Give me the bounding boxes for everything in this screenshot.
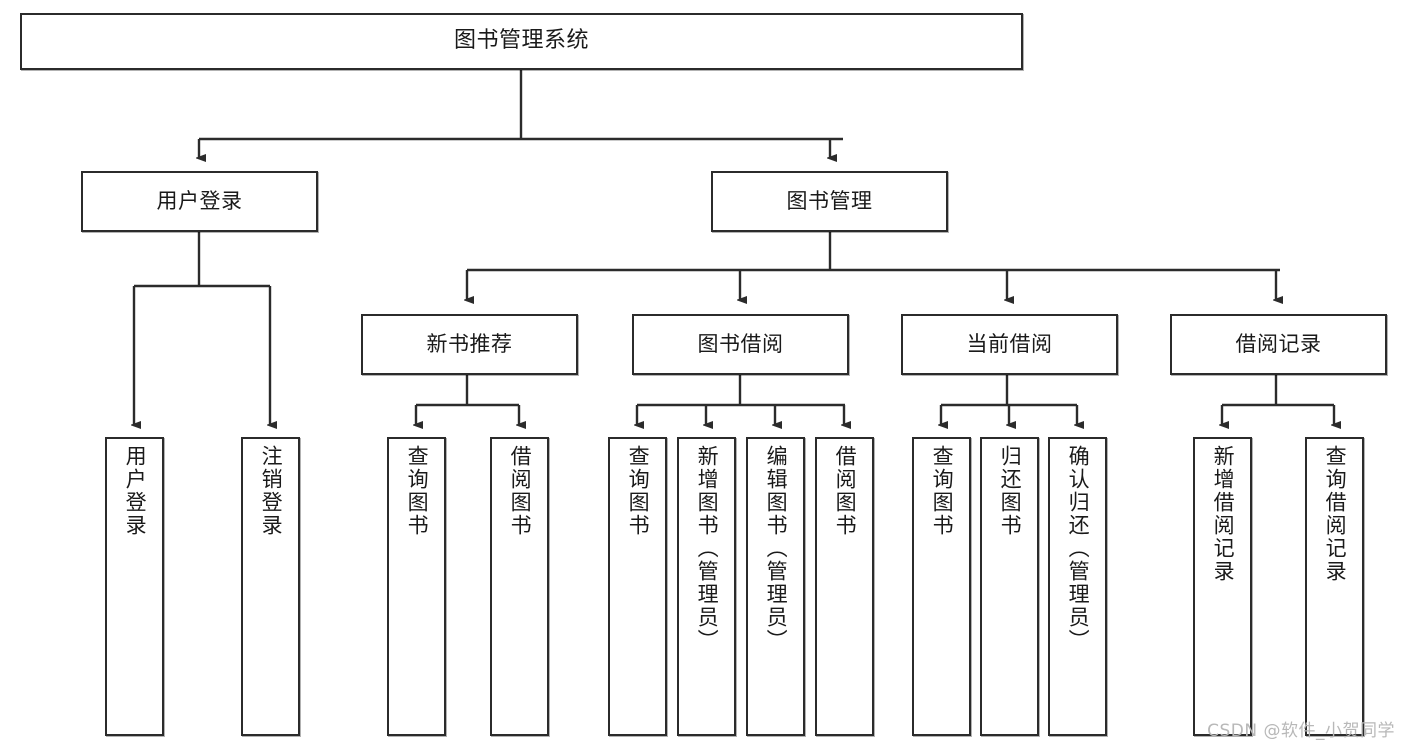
node-leaf-add-book[interactable]: 新增图书（管理员）: [677, 437, 736, 736]
node-leaf-edit-book-label: 编辑图书（管理员）: [764, 445, 789, 652]
node-leaf-borrow-book-1[interactable]: 借阅图书: [490, 437, 549, 736]
node-leaf-query-book-1-label: 查询图书: [405, 445, 430, 537]
node-new-book-recommend-label: 新书推荐: [426, 331, 513, 356]
node-leaf-return-book[interactable]: 归还图书: [980, 437, 1039, 736]
node-current-borrow[interactable]: 当前借阅: [901, 314, 1118, 375]
node-borrow-record[interactable]: 借阅记录: [1170, 314, 1387, 375]
node-user-login-label: 用户登录: [156, 188, 243, 213]
node-leaf-borrow-book-2[interactable]: 借阅图书: [815, 437, 874, 736]
node-book-management[interactable]: 图书管理: [711, 171, 948, 232]
node-leaf-query-book-2-label: 查询图书: [626, 445, 651, 537]
node-leaf-logout-label: 注销登录: [259, 445, 284, 537]
node-root[interactable]: 图书管理系统: [20, 13, 1023, 70]
node-leaf-confirm-return[interactable]: 确认归还（管理员）: [1048, 437, 1107, 736]
node-leaf-query-book-3[interactable]: 查询图书: [912, 437, 971, 736]
node-leaf-query-book-2[interactable]: 查询图书: [608, 437, 667, 736]
node-leaf-borrow-book-2-label: 借阅图书: [833, 445, 858, 537]
node-leaf-query-book-3-label: 查询图书: [930, 445, 955, 537]
node-leaf-return-book-label: 归还图书: [998, 445, 1023, 537]
node-current-borrow-label: 当前借阅: [966, 331, 1053, 356]
node-leaf-user-login-label: 用户登录: [123, 445, 148, 537]
node-leaf-query-record-label: 查询借阅记录: [1323, 445, 1348, 583]
node-leaf-add-book-label: 新增图书（管理员）: [695, 445, 720, 652]
node-user-login[interactable]: 用户登录: [81, 171, 318, 232]
node-leaf-edit-book[interactable]: 编辑图书（管理员）: [746, 437, 805, 736]
node-new-book-recommend[interactable]: 新书推荐: [361, 314, 578, 375]
node-leaf-borrow-book-1-label: 借阅图书: [508, 445, 533, 537]
node-leaf-query-record[interactable]: 查询借阅记录: [1305, 437, 1364, 736]
watermark: CSDN @软件_小贺同学: [1207, 721, 1395, 741]
node-leaf-confirm-return-label: 确认归还（管理员）: [1066, 445, 1091, 652]
node-leaf-add-record-label: 新增借阅记录: [1211, 445, 1236, 583]
node-book-borrow-label: 图书借阅: [697, 331, 784, 356]
node-leaf-query-book-1[interactable]: 查询图书: [387, 437, 446, 736]
node-leaf-add-record[interactable]: 新增借阅记录: [1193, 437, 1252, 736]
node-root-label: 图书管理系统: [453, 28, 589, 54]
node-book-management-label: 图书管理: [786, 188, 873, 213]
node-borrow-record-label: 借阅记录: [1235, 331, 1322, 356]
node-book-borrow[interactable]: 图书借阅: [632, 314, 849, 375]
node-leaf-user-login[interactable]: 用户登录: [105, 437, 164, 736]
node-leaf-logout[interactable]: 注销登录: [241, 437, 300, 736]
